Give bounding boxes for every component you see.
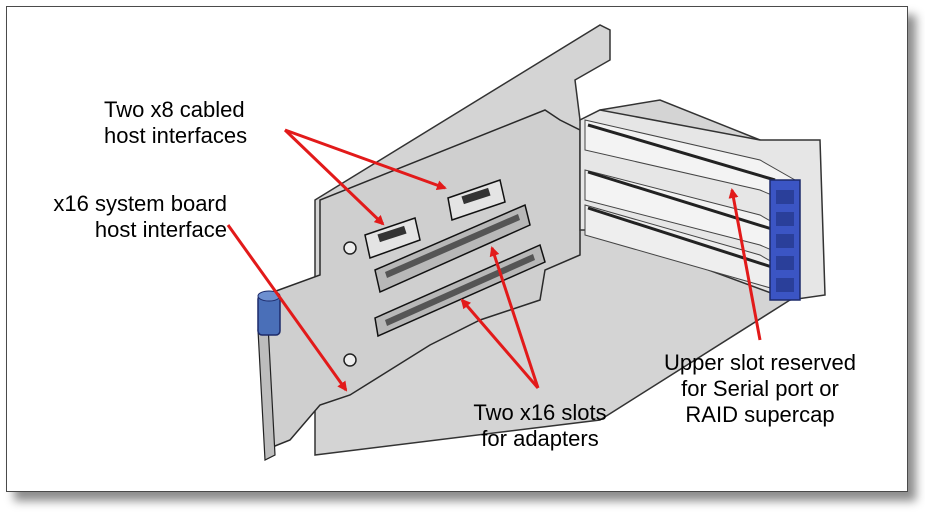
arrow-upper-slot [728,188,762,341]
label-line: RAID supercap [685,402,835,427]
label-line: host interfaces [104,123,248,148]
x16-slot-upper [374,203,531,294]
x8-connector-left [364,217,421,259]
arrow-x8-left [283,128,385,226]
label-line: Two x8 cabled [104,97,245,122]
label-line: for adapters [481,426,599,451]
label-system-board: x16 system board host interface [22,191,227,243]
label-upper-slot: Upper slot reserved for Serial port or R… [640,350,880,428]
x16-slot-lower [374,243,546,338]
screw-upper [343,241,357,255]
thumbscrew [257,290,281,336]
label-line: Two x16 slots [473,400,607,425]
blue-connector-block [769,179,801,301]
label-cabled-interfaces: Two x8 cabled host interfaces [104,97,247,149]
arrow-x16-upper [489,246,540,389]
label-line: Upper slot reserved [664,350,856,375]
screw-lower [343,353,357,367]
callout-arrows [226,128,762,392]
arrow-x16-lower [460,298,540,389]
arrow-system-board [226,224,348,392]
label-line: host interface [94,217,227,242]
label-line: x16 system board [53,191,227,216]
label-line: for Serial port or [681,376,839,401]
arrow-x8-right [284,128,447,190]
x8-connector-right [447,179,506,221]
label-x16-slots: Two x16 slots for adapters [460,400,620,452]
